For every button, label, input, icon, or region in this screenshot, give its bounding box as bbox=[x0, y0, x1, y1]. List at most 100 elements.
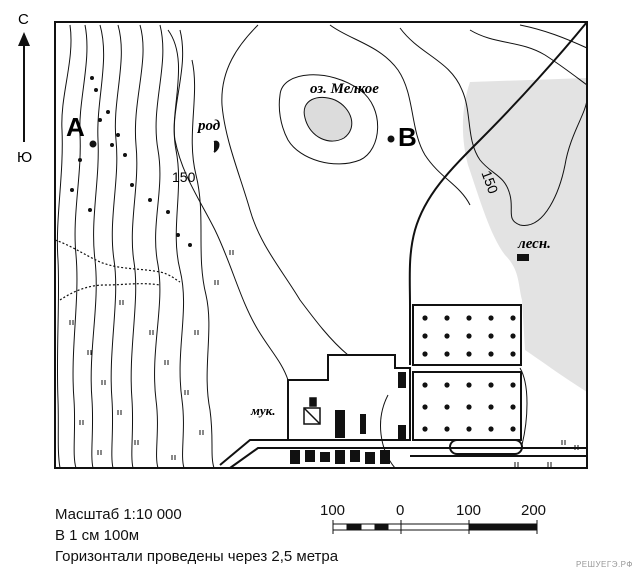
contour-label-150-left: 150 bbox=[172, 169, 196, 185]
meadow-mark bbox=[117, 410, 122, 415]
contour-lines-main bbox=[167, 24, 588, 469]
forester-label: лесн. bbox=[517, 236, 551, 252]
scale-tick-200: 200 bbox=[521, 502, 547, 519]
point-b-label: В bbox=[398, 122, 417, 152]
orchard-dot bbox=[422, 351, 428, 357]
meadow-mark bbox=[561, 440, 566, 445]
mill-label: мук. bbox=[250, 403, 276, 418]
orchard-dot bbox=[488, 382, 494, 388]
rock-dot bbox=[188, 243, 192, 247]
point-a-marker bbox=[89, 140, 97, 148]
meadow-mark bbox=[547, 462, 552, 467]
orchard-dot bbox=[510, 404, 516, 410]
rock-dot bbox=[123, 153, 127, 157]
meadow-mark bbox=[101, 380, 106, 385]
orchard-dot bbox=[466, 404, 472, 410]
orchard-dot bbox=[466, 351, 472, 357]
point-b-marker bbox=[387, 135, 395, 143]
rock-dot bbox=[106, 110, 110, 114]
meadow-mark bbox=[69, 320, 74, 325]
buildings bbox=[290, 254, 529, 464]
scale-tick-100-right: 100 bbox=[456, 502, 482, 519]
contour-label-150-right: 150 bbox=[478, 168, 501, 196]
meadow-mark bbox=[97, 450, 102, 455]
meadow-mark bbox=[574, 445, 579, 450]
orchard-dot bbox=[466, 315, 472, 321]
rock-dot bbox=[130, 183, 134, 187]
watermark: РЕШУЕГЭ.РФ bbox=[575, 560, 633, 569]
orchard-dot bbox=[488, 426, 494, 432]
rock-dot bbox=[78, 158, 82, 162]
rock-dot bbox=[110, 143, 114, 147]
lake-label: оз. Мелкое bbox=[310, 81, 379, 97]
orchard-dot bbox=[466, 426, 472, 432]
meadow-mark bbox=[119, 300, 124, 305]
orchard-dot bbox=[510, 315, 516, 321]
rock-dot bbox=[148, 198, 152, 202]
orchard-dot bbox=[444, 351, 450, 357]
orchard-blocks bbox=[412, 304, 522, 441]
rock-dot bbox=[98, 118, 102, 122]
spring-label: род bbox=[196, 118, 221, 134]
dotted-boundary bbox=[54, 239, 181, 301]
rock-dot bbox=[70, 188, 74, 192]
meadow-mark bbox=[194, 330, 199, 335]
rock-dot bbox=[94, 88, 98, 92]
legend-scale: Масштаб 1:10 000 bbox=[55, 506, 182, 523]
orchard-dot bbox=[444, 382, 450, 388]
orchard-dot bbox=[422, 426, 428, 432]
settlement bbox=[219, 354, 587, 469]
orchard-dot bbox=[422, 404, 428, 410]
legend-contour-interval: Горизонтали проведены через 2,5 метра bbox=[55, 548, 339, 565]
meadow-mark bbox=[164, 360, 169, 365]
orchard-dot bbox=[488, 351, 494, 357]
orchard-dot bbox=[444, 404, 450, 410]
meadow-mark bbox=[149, 330, 154, 335]
compass bbox=[18, 32, 30, 142]
orchard-dot bbox=[444, 315, 450, 321]
compass-north-label: С bbox=[18, 11, 29, 28]
orchard-dot bbox=[444, 333, 450, 339]
legend-per-cm: В 1 см 100м bbox=[55, 527, 140, 544]
lake-contour bbox=[278, 74, 379, 165]
north-arrow-icon bbox=[18, 32, 30, 46]
orchard-dot bbox=[510, 382, 516, 388]
rock-dot bbox=[166, 210, 170, 214]
road-curve bbox=[408, 21, 588, 365]
orchard-dot bbox=[510, 351, 516, 357]
rock-dot bbox=[176, 233, 180, 237]
orchard-dot bbox=[510, 333, 516, 339]
meadow-mark bbox=[214, 280, 219, 285]
orchard-dots bbox=[422, 315, 516, 432]
shaded-area-east bbox=[462, 78, 587, 392]
orchard-dot bbox=[422, 333, 428, 339]
meadow-mark bbox=[184, 390, 189, 395]
meadow-mark bbox=[229, 250, 234, 255]
spring-marker bbox=[213, 140, 220, 153]
scale-tick-100-left: 100 bbox=[320, 502, 346, 519]
orchard-dot bbox=[422, 315, 428, 321]
orchard-dot bbox=[510, 426, 516, 432]
meadow-marks bbox=[69, 250, 579, 467]
orchard-dot bbox=[466, 333, 472, 339]
point-a-label: А bbox=[66, 112, 85, 142]
scale-tick-0: 0 bbox=[396, 502, 405, 519]
mill-symbol bbox=[303, 397, 321, 425]
rock-marks bbox=[70, 76, 192, 247]
meadow-mark bbox=[87, 350, 92, 355]
rock-dot bbox=[116, 133, 120, 137]
meadow-mark bbox=[514, 462, 519, 467]
meadow-mark bbox=[134, 440, 139, 445]
orchard-dot bbox=[488, 315, 494, 321]
map-frame bbox=[54, 21, 588, 469]
meadow-mark bbox=[79, 420, 84, 425]
lake-area bbox=[303, 96, 353, 142]
orchard-dot bbox=[422, 382, 428, 388]
orchard-dot bbox=[488, 333, 494, 339]
rock-dot bbox=[90, 76, 94, 80]
orchard-dot bbox=[444, 426, 450, 432]
meadow-mark bbox=[199, 430, 204, 435]
compass-south-label: Ю bbox=[17, 149, 32, 166]
orchard-dot bbox=[488, 404, 494, 410]
